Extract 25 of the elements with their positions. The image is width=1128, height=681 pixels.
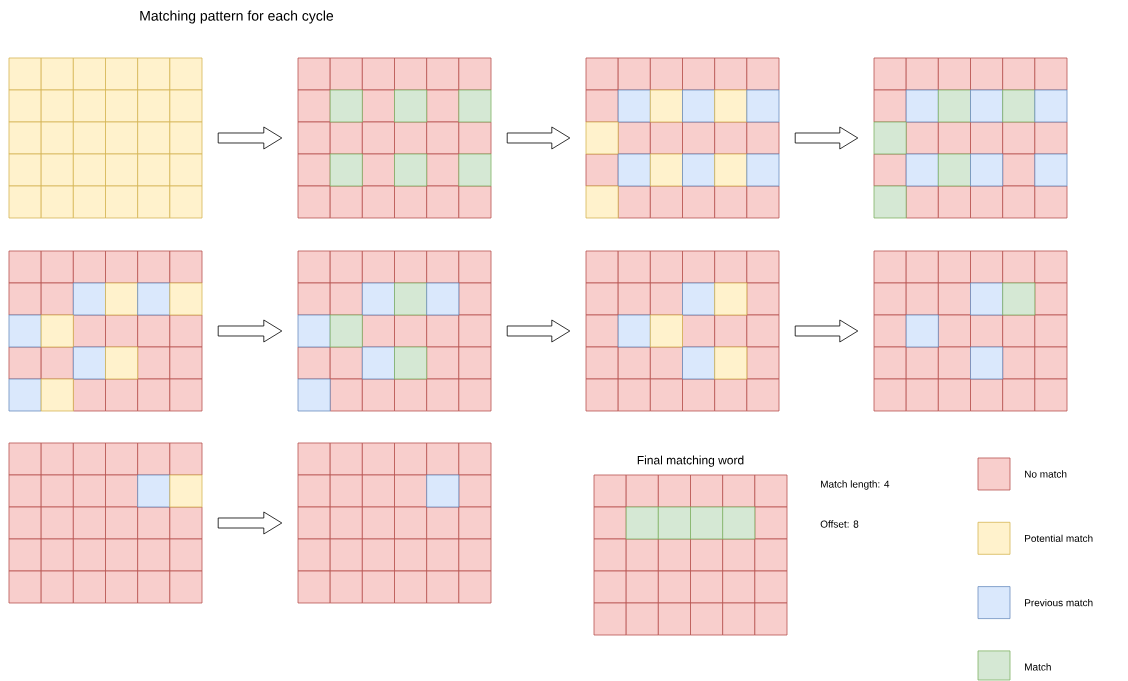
grid-drawing [297,57,492,219]
grid-drawing [8,442,203,604]
block-arrow [794,319,859,343]
grid-drawing [585,250,780,412]
grid-drawing [297,442,492,604]
grid-heading: Final matching word [637,455,744,467]
grid-drawing [8,250,203,412]
grid-drawing [8,57,203,219]
legend-label: No match [1025,470,1067,478]
legend-label: Potential match [1025,534,1093,542]
block-arrow [506,126,571,150]
legend-label: Previous match [1025,598,1093,607]
note: Match length: 4 [821,480,890,490]
block-arrow [217,319,283,343]
grid-drawing [585,57,780,219]
grid-drawing [873,250,1068,412]
note: Offset: 8 [820,520,859,528]
block-arrow [794,126,859,150]
block-arrow [217,511,283,535]
legend-label: Match [1025,663,1051,671]
block-arrow [217,126,283,150]
block-arrow [506,319,571,343]
grid-drawing [873,57,1068,219]
title: Matching pattern for each cycle [140,10,334,24]
grid-drawing [297,250,492,412]
